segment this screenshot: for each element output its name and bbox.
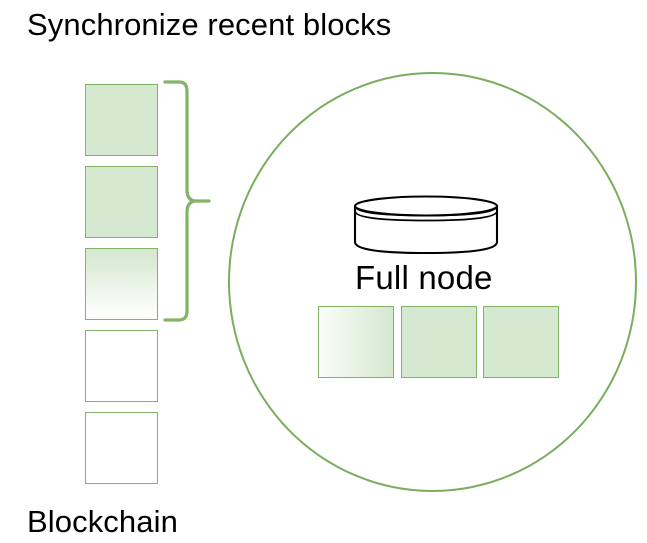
database-cylinder-icon <box>353 195 499 255</box>
node-block-2 <box>401 306 477 378</box>
chain-block-2 <box>85 166 158 238</box>
chain-block-1 <box>85 84 158 156</box>
chain-block-3 <box>85 248 158 320</box>
full-node-circle <box>228 72 637 492</box>
node-block-1 <box>318 306 394 378</box>
chain-block-4 <box>85 330 158 402</box>
page-title: Synchronize recent blocks <box>27 7 392 42</box>
node-block-3 <box>483 306 559 378</box>
node-block-row <box>318 306 559 378</box>
curly-brace-icon <box>163 80 211 322</box>
chain-block-5 <box>85 412 158 484</box>
blockchain-label: Blockchain <box>27 504 178 539</box>
full-node-label: Full node <box>355 259 493 296</box>
blockchain-column <box>85 84 158 484</box>
